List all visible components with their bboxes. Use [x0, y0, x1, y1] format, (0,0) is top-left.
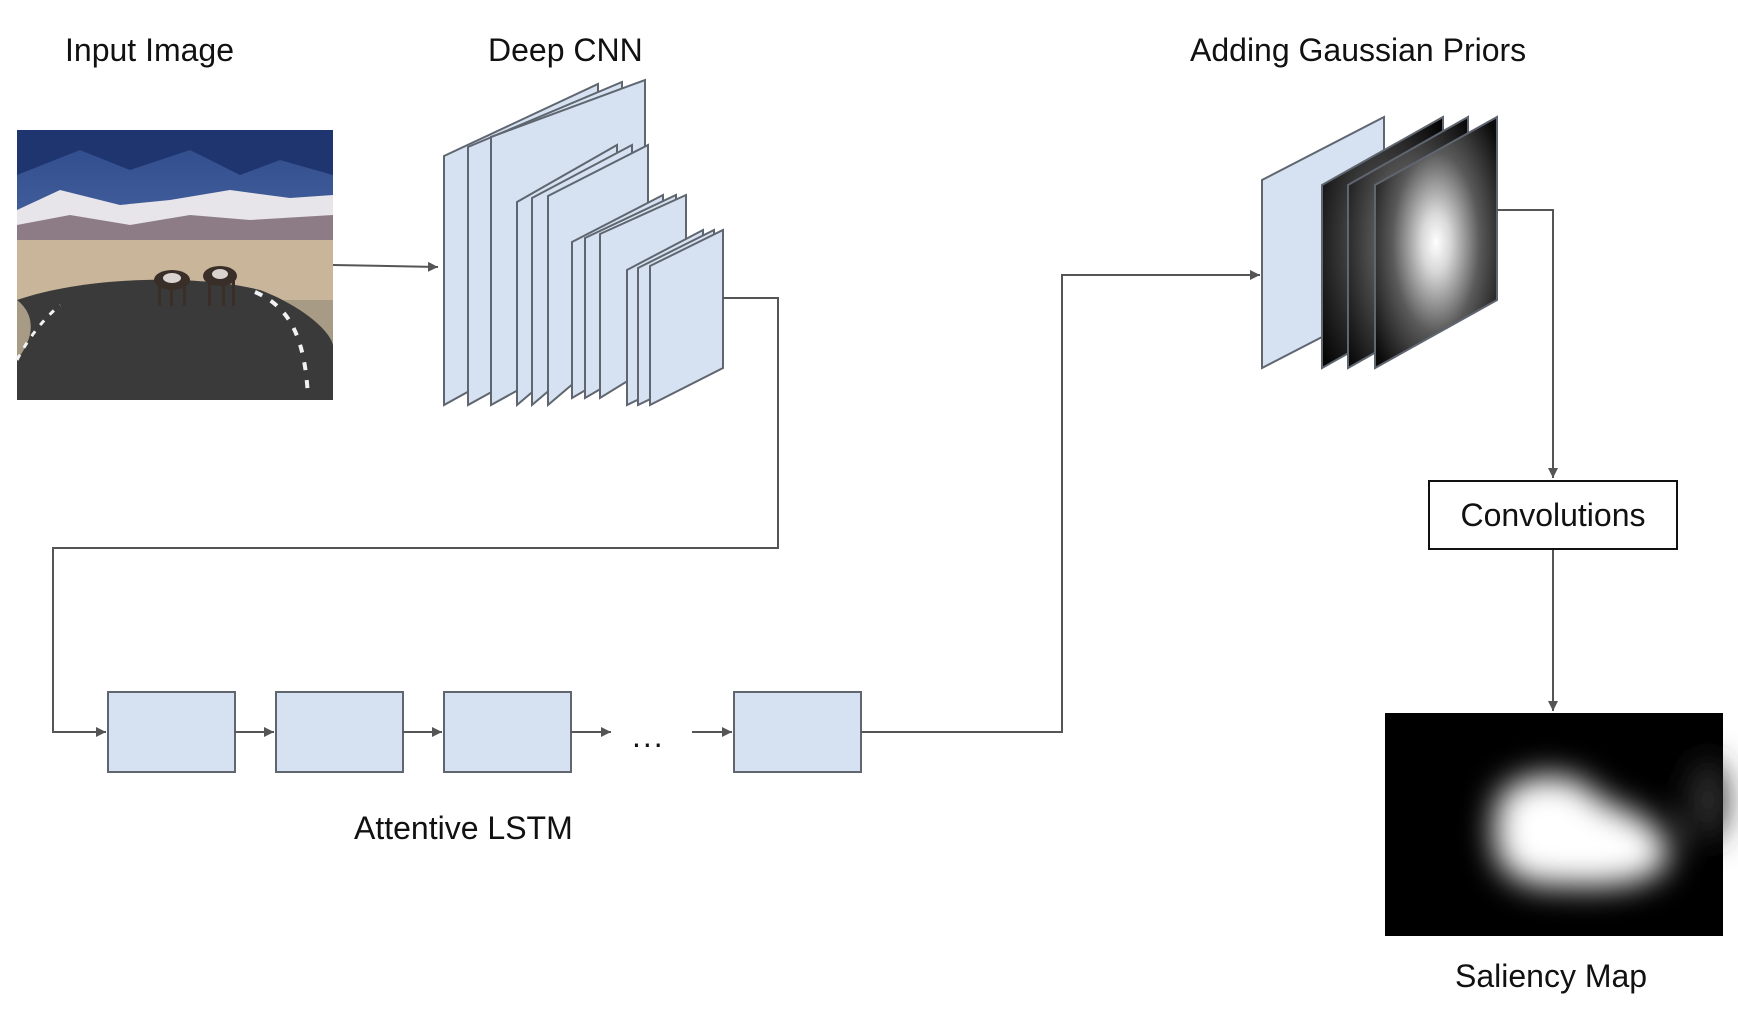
- saliency-map-label: Saliency Map: [1455, 958, 1648, 994]
- lstm-ellipsis: ...: [632, 718, 665, 754]
- gaussian-prior-map: [1374, 115, 1498, 370]
- saliency-map-image: [1385, 713, 1726, 936]
- input-image-label: Input Image: [65, 32, 234, 68]
- arrow-image-to-cnn: [332, 261, 439, 272]
- connectors: [52, 209, 1558, 737]
- line-lstm-to-priors: [861, 270, 1260, 733]
- line-priors-to-conv: [1497, 209, 1558, 478]
- cnn-feature-map: [649, 228, 724, 407]
- lstm-cell: [107, 691, 236, 773]
- line-cnn-to-lstm: [52, 297, 779, 737]
- gaussian-priors-label: Adding Gaussian Priors: [1190, 32, 1527, 68]
- attentive-lstm-label: Attentive LSTM: [354, 810, 573, 846]
- lstm-cell: [733, 691, 862, 773]
- deep-cnn-layers: [443, 78, 724, 408]
- lstm-cell: [275, 691, 404, 773]
- lstm-cell: [443, 691, 572, 773]
- convolutions-label: Convolutions: [1460, 496, 1646, 533]
- convolutions-box: Convolutions: [1428, 480, 1678, 550]
- attentive-lstm-cells: [107, 691, 862, 773]
- deep-cnn-label: Deep CNN: [488, 32, 643, 68]
- input-image: [15, 130, 333, 400]
- gaussian-priors-stack: [1261, 115, 1498, 370]
